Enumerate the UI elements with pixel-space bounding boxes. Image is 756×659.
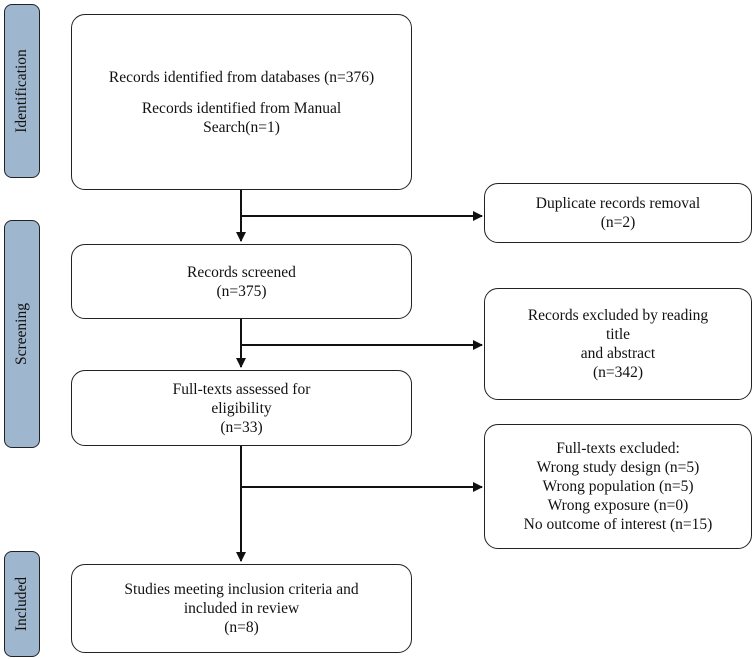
identified-line-2: Records identified from Manual [141, 99, 342, 117]
included-line-3: (n=8) [224, 619, 259, 636]
excluded-title-line-2: title [605, 326, 631, 343]
box-records-identified: Records identified from databases (n=376… [71, 14, 412, 190]
stage-identification: Identification [4, 4, 40, 178]
screened-line-2: (n=375) [216, 282, 267, 300]
box-duplicates-removed: Duplicate records removal (n=2) [484, 183, 752, 243]
box-records-screened: Records screened (n=375) [71, 244, 412, 319]
stage-included: Included [4, 551, 40, 657]
screened-line-1: Records screened [187, 263, 296, 281]
duplicates-line-2: (n=2) [600, 214, 636, 231]
duplicates-line-1: Duplicate records removal [535, 195, 701, 212]
included-line-1: Studies meeting inclusion criteria and [124, 581, 359, 598]
fulltext-excluded-line-1: Full-texts excluded: [556, 440, 680, 457]
fulltext-line-1: Full-texts assessed for [172, 380, 311, 398]
box-records-excluded-title-abstract: Records excluded by reading title and ab… [484, 288, 752, 400]
fulltext-line-3: (n=33) [220, 418, 263, 436]
fulltext-excluded-line-2: Wrong study design (n=5) [536, 459, 700, 476]
fulltext-excluded-line-5: No outcome of interest (n=15) [523, 516, 713, 533]
fulltext-line-2: eligibility [211, 399, 272, 417]
identified-line-1: Records identified from databases (n=376… [108, 68, 375, 86]
identified-line-3: Search(n=1) [203, 118, 280, 136]
stage-screening: Screening [4, 220, 40, 448]
fulltext-excluded-line-3: Wrong population (n=5) [542, 478, 694, 495]
excluded-title-line-3: and abstract [580, 345, 656, 362]
fulltext-excluded-line-4: Wrong exposure (n=0) [547, 497, 689, 514]
excluded-title-line-4: (n=342) [592, 364, 644, 381]
box-studies-included: Studies meeting inclusion criteria and i… [71, 564, 412, 653]
excluded-title-line-1: Records excluded by reading [527, 307, 709, 324]
included-line-2: included in review [183, 600, 300, 617]
box-fulltexts-excluded: Full-texts excluded: Wrong study design … [484, 424, 752, 549]
box-fulltexts-assessed: Full-texts assessed for eligibility (n=3… [71, 370, 412, 446]
